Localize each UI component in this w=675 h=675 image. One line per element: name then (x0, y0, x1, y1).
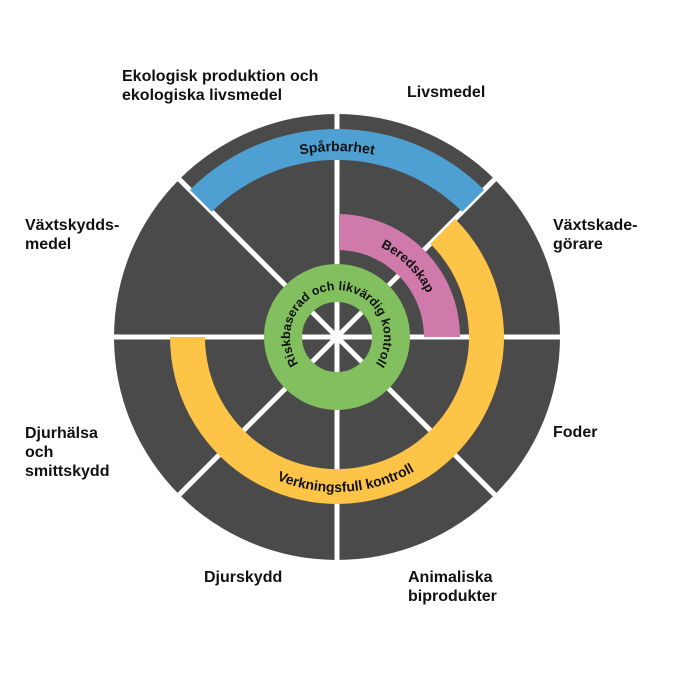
beredskap-arc (339, 214, 461, 337)
label-line: Djurskydd (204, 569, 283, 586)
label-line: görare (553, 236, 603, 253)
sector-label-livsmedel: Livsmedel (407, 83, 485, 102)
label-line: smittskydd (25, 463, 110, 480)
sparbarhet-arc (189, 128, 485, 212)
label-line: Foder (553, 424, 598, 441)
label-line: Livsmedel (407, 84, 486, 101)
sector-label-vaxtskyddsmedel: Växtskydds- medel (25, 216, 119, 254)
riskbaserad-ring (264, 264, 410, 410)
label-line: Djurhälsa (25, 425, 98, 442)
label-line: och (25, 444, 54, 461)
label-line: Växtskade- (553, 217, 638, 234)
label-line: biprodukter (408, 588, 497, 605)
verkningsfull-kontroll-arc (170, 218, 504, 504)
label-line: Ekologisk produktion och (122, 68, 319, 85)
sector-label-foder: Foder (553, 423, 597, 442)
label-line: ekologiska livsmedel (122, 87, 283, 104)
sector-label-animaliska: Animaliska biprodukter (408, 568, 497, 606)
label-line: Växtskydds- (25, 217, 120, 234)
sector-label-ekologisk: Ekologisk produktion och ekologiska livs… (122, 67, 318, 105)
sector-label-djurhalsa: Djurhälsa och smittskydd (25, 424, 109, 481)
label-line: medel (25, 236, 72, 253)
sector-label-vaxtskadegorare: Växtskade- görare (553, 216, 638, 254)
sector-label-djurskydd: Djurskydd (204, 568, 282, 587)
label-line: Animaliska (408, 569, 493, 586)
sparbarhet-label: Spårbarhet (298, 138, 377, 158)
